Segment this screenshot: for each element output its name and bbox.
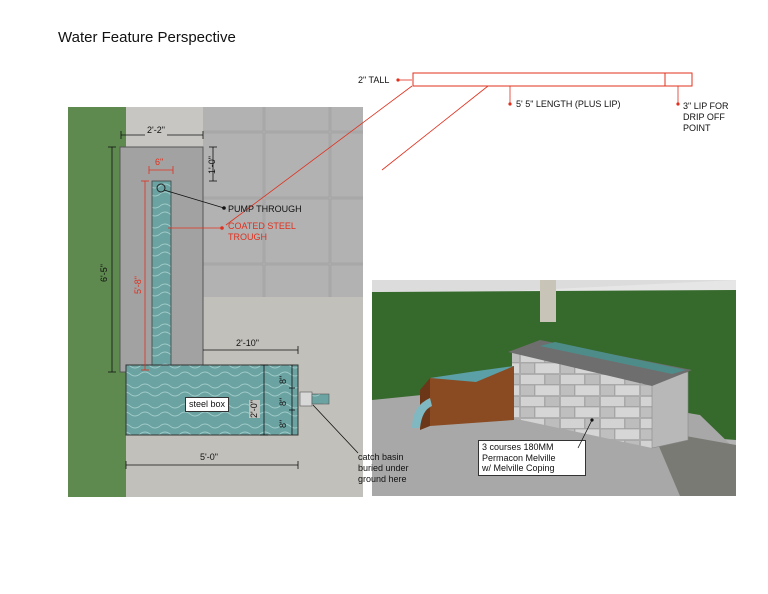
outlet <box>299 391 313 407</box>
courses-callout: 3 courses 180MM Permacon Melville w/ Mel… <box>478 440 586 476</box>
rust-box <box>430 366 514 426</box>
trough-label-1: COATED STEEL <box>228 221 296 231</box>
profile-length-label: 5' 5" LENGTH (PLUS LIP) <box>516 99 621 109</box>
profile-lip-label-1: 3" LIP FOR <box>683 101 729 111</box>
dim-trough-length: 5'-8" <box>133 276 143 294</box>
plan-view <box>68 85 489 497</box>
profile-lip-label-3: POINT <box>683 123 711 133</box>
tile-paving <box>203 107 363 297</box>
waterfall <box>412 398 432 428</box>
steel-box-label: steel box <box>185 397 230 412</box>
lawn-strip <box>68 107 126 497</box>
profile-lip-label-2: DRIP OFF <box>683 112 725 122</box>
dim-total-height: 6'-5" <box>99 264 109 282</box>
pump-label: PUMP THROUGH <box>228 204 302 214</box>
catch-basin-label-3: ground here <box>358 474 407 484</box>
dim-offset: 1'-0" <box>207 156 217 174</box>
catch-basin-label-1: catch basin <box>358 452 404 462</box>
trough-plan <box>151 180 172 382</box>
spout <box>311 393 330 405</box>
dim-bottom-width: 5'-0" <box>200 452 218 462</box>
courses-label-3: w/ Melville Coping <box>482 463 555 473</box>
profile-body <box>412 72 693 87</box>
dim-top-width: 2'-2" <box>145 125 167 136</box>
trough-profile <box>396 72 693 106</box>
dim-trough-width: 6" <box>155 157 164 167</box>
courses-label-1: 3 courses 180MM <box>482 442 554 452</box>
dim-small-1: 8" <box>278 375 288 384</box>
dim-basin-depth: 2'-0" <box>249 400 260 418</box>
page-title: Water Feature Perspective <box>58 29 236 46</box>
courses-label-2: Permacon Melville <box>482 452 556 463</box>
trough-label-2: TROUGH <box>228 232 267 242</box>
pump-icon <box>156 183 166 193</box>
coping <box>508 340 692 386</box>
profile-tall-label: 2" TALL <box>358 75 390 85</box>
dim-small-2: 8" <box>278 397 288 406</box>
dim-small-3: 8" <box>278 419 288 428</box>
catch-basin-label-2: buried under <box>358 463 409 473</box>
dim-basin-width: 2'-10" <box>236 338 259 348</box>
perspective-render <box>372 280 736 496</box>
tree-trunk <box>540 280 556 322</box>
